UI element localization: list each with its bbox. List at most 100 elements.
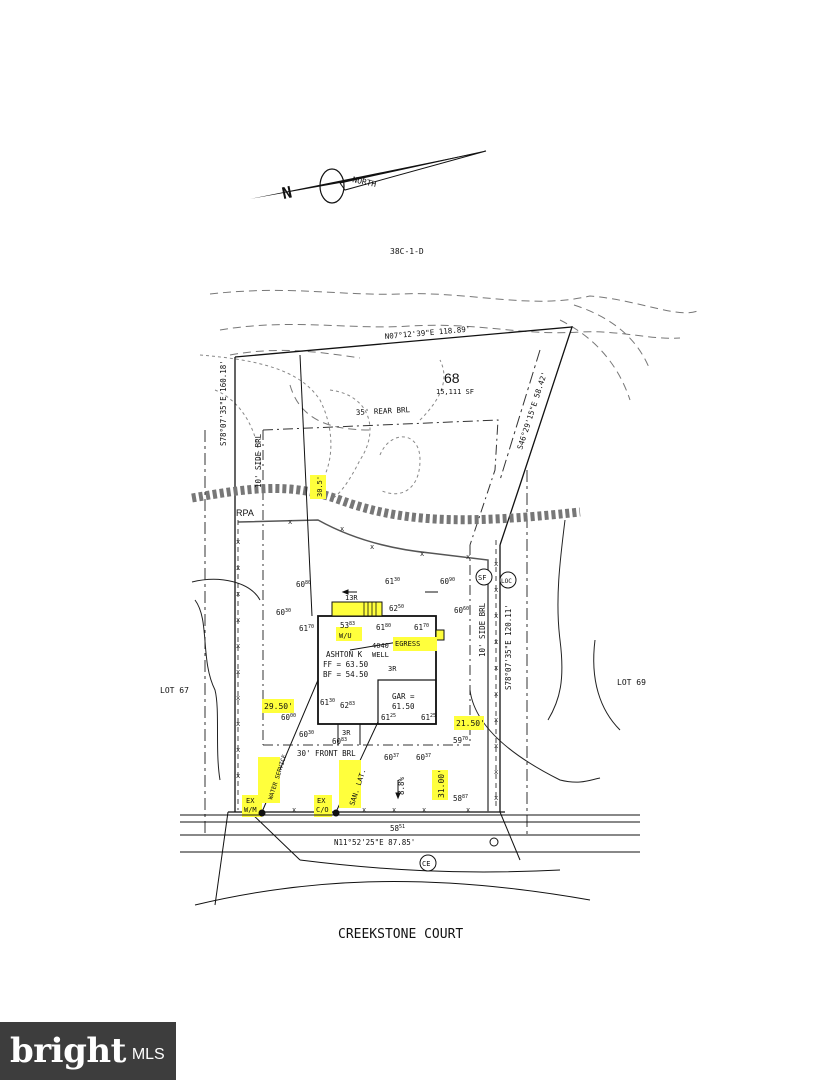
flow-arrows: [341, 589, 438, 800]
svg-text:x: x: [236, 616, 240, 624]
street-name: CREEKSTONE COURT: [338, 927, 463, 942]
svg-text:x: x: [236, 642, 240, 650]
highlights: [242, 475, 484, 817]
svg-text:x: x: [236, 564, 240, 572]
limits-of-clearing: [237, 519, 489, 812]
svg-text:x: x: [494, 638, 498, 646]
road: [180, 811, 640, 906]
parcel-id: 38C-1-D: [390, 247, 424, 256]
svg-text:x: x: [236, 720, 240, 728]
watermark-brand: bright: [10, 1031, 126, 1071]
spot-elevation: 6283: [340, 701, 355, 710]
svg-text:x: x: [362, 806, 366, 814]
spot-elevation: 6080: [296, 580, 311, 589]
svg-text:x: x: [494, 612, 498, 620]
dim-right: 21.50': [456, 719, 485, 728]
slope-contours: [199, 354, 445, 501]
spot-elevation: 5383: [340, 621, 355, 630]
setback-front: 30' FRONT BRL: [297, 749, 356, 758]
bearing-left: S78°07'35"E 160.18': [219, 360, 228, 446]
spot-elevation: 5887: [453, 794, 468, 803]
svg-text:x: x: [420, 550, 424, 558]
setback-side-right: 10' SIDE BRL: [478, 602, 487, 657]
spot-elevation: 6180: [376, 623, 391, 632]
dim-top-well: 30.5': [316, 476, 324, 497]
spot-elevation: 6060: [454, 606, 469, 615]
spot-elevation: 6130: [320, 698, 335, 707]
svg-text:x: x: [494, 768, 498, 776]
egress-window: [435, 629, 445, 641]
spot-elevation: 6030: [299, 730, 314, 739]
dim-left: 29.50': [264, 702, 293, 711]
dim-drive-pct: 8.8%: [397, 776, 406, 795]
house-r3b: 3R: [342, 729, 351, 737]
house-footprint: [317, 615, 437, 745]
spot-elevation: 6250: [389, 604, 404, 613]
spot-elevation: 6170: [414, 623, 429, 632]
svg-text:x: x: [236, 538, 240, 546]
setback-lines: [262, 419, 499, 746]
bearing-bottom: N11°52'25"E 87.85': [334, 838, 415, 847]
svg-text:x: x: [236, 694, 240, 702]
spot-elevation: 6170: [299, 624, 314, 633]
house-model: ASHTON K: [326, 650, 363, 659]
north-arrow: N NORTH: [250, 150, 487, 204]
svg-text:x: x: [494, 794, 498, 802]
spot-elevation: 6000: [281, 713, 296, 722]
house-well: WELL: [372, 651, 389, 659]
spot-elevation: 6083: [332, 737, 347, 746]
house-gar-elev: 61.50: [392, 702, 415, 711]
ex-wm-2: W/M: [244, 806, 257, 814]
spot-elevation: 6090: [440, 577, 455, 586]
svg-text:x: x: [494, 586, 498, 594]
spot-elevation: 6030: [276, 608, 291, 617]
spot-elevation: 6037: [384, 753, 399, 762]
svg-text:x: x: [494, 742, 498, 750]
svg-text:x: x: [422, 806, 426, 814]
topo-contours: [209, 289, 701, 431]
svg-text:x: x: [370, 543, 374, 551]
deck: [331, 601, 383, 617]
svg-text:x: x: [340, 525, 344, 533]
lot-69: LOT 69: [617, 678, 646, 687]
north-letter: N: [280, 182, 293, 203]
spot-elevation: 5970: [453, 736, 468, 745]
property-lines: [228, 326, 573, 813]
house-r3a: 3R: [388, 665, 397, 673]
house-gar: GAR =: [392, 692, 415, 701]
house-bf: BF = 54.50: [323, 670, 369, 679]
spot-elevation: 6125: [421, 713, 436, 722]
svg-text:x: x: [236, 590, 240, 598]
drainage-lines: [191, 519, 621, 783]
bearing-right: S78°07'35"E 120.11': [504, 604, 513, 690]
spot-elevation: 6125: [381, 713, 396, 722]
svg-text:x: x: [494, 716, 498, 724]
ex-co-2: C/O: [316, 806, 329, 814]
svg-text:x: x: [466, 553, 470, 561]
svg-text:x: x: [392, 806, 396, 814]
svg-text:x: x: [236, 668, 240, 676]
ex-wm-1: EX: [246, 797, 255, 805]
house-ff: FF = 63.50: [323, 660, 369, 669]
rpa-boundary: [191, 483, 581, 525]
lot-67: LOT 67: [160, 686, 189, 695]
spot-elevation: 5851: [390, 824, 405, 833]
house-r13: 13R: [345, 594, 358, 602]
svg-text:x: x: [292, 806, 296, 814]
rpa-label: RPA: [236, 508, 254, 518]
symbol-loc: LOC: [501, 578, 512, 585]
watermark-suffix: MLS: [131, 1046, 165, 1063]
house-well-num: 4040: [372, 642, 389, 650]
bearing-top: N07°12'39"E 118.89': [384, 325, 470, 341]
deck-stair: [363, 602, 377, 616]
svg-text:x: x: [236, 772, 240, 780]
lot-number: 68: [444, 370, 460, 386]
house-egress: EGRESS: [395, 640, 420, 648]
setback-rear: 35' REAR BRL: [356, 405, 411, 417]
svg-text:x: x: [288, 518, 292, 526]
spot-elevation: 6037: [416, 753, 431, 762]
spot-elevation: 6130: [385, 577, 400, 586]
symbols: [258, 568, 517, 872]
